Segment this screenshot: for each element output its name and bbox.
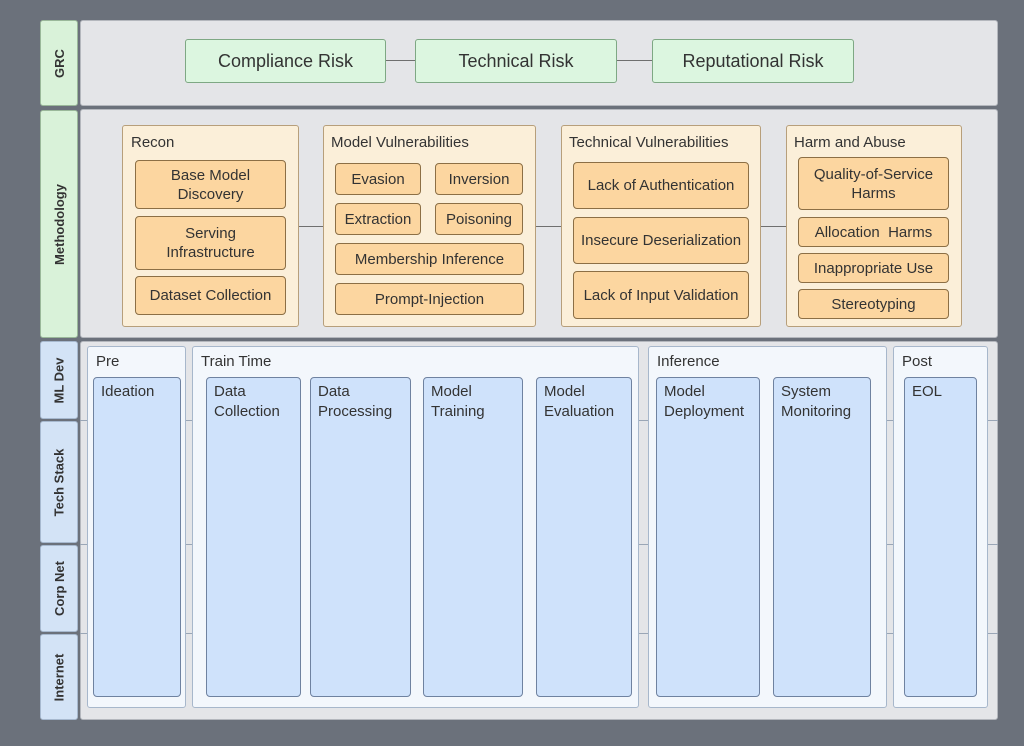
technical-vulnerabilities-title: Technical Vulnerabilities — [569, 134, 729, 151]
lack-of-input-validation-label: Lack of Input Validation — [583, 286, 739, 304]
step-ideation-label: Ideation — [101, 383, 155, 400]
evasion-label: Evasion — [351, 170, 405, 188]
group-connector — [298, 226, 324, 227]
step-model-deployment: Model Deployment — [656, 377, 760, 697]
reputational-risk-box: Reputational Risk — [652, 39, 854, 83]
risk-connector — [385, 60, 416, 61]
step-ideation: Ideation — [93, 377, 181, 697]
lane-methodology: Methodology — [40, 110, 78, 338]
lane-tech-stack: Tech Stack — [40, 421, 78, 543]
dataset-collection-box: Dataset Collection — [135, 276, 286, 315]
step-model-deployment-line1: Model — [664, 383, 705, 400]
phase-train-time-title: Train Time — [201, 353, 272, 370]
prompt-injection-label: Prompt-Injection — [374, 290, 485, 308]
phase-post-title: Post — [902, 353, 933, 370]
phase-inference-title: Inference — [657, 353, 720, 370]
lane-grc-label: GRC — [51, 48, 67, 78]
step-eol: EOL — [904, 377, 977, 697]
recon-title: Recon — [131, 134, 175, 151]
step-data-processing-line1: Data — [318, 383, 350, 400]
step-model-evaluation-line2: Evaluation — [544, 403, 615, 420]
evasion-box: Evasion — [335, 163, 421, 195]
group-connector — [760, 226, 786, 227]
group-connector — [535, 226, 561, 227]
quality-of-service-harms-label: Quality-of-Service Harms — [813, 165, 934, 202]
step-system-monitoring: System Monitoring — [773, 377, 871, 697]
inappropriate-use-box: Inappropriate Use — [798, 253, 949, 283]
step-data-collection-line2: Collection — [214, 403, 280, 420]
step-eol-label: EOL — [912, 383, 943, 400]
lane-internet: Internet — [40, 634, 78, 720]
step-model-evaluation-line1: Model — [544, 383, 585, 400]
reputational-risk-label: Reputational Risk — [682, 50, 824, 71]
compliance-risk-box: Compliance Risk — [185, 39, 386, 83]
technical-risk-label: Technical Risk — [458, 50, 574, 71]
step-model-evaluation: Model Evaluation — [536, 377, 632, 697]
model-vulnerabilities-title: Model Vulnerabilities — [331, 134, 469, 151]
allocation-harms-label: Allocation Harms — [814, 223, 933, 241]
poisoning-box: Poisoning — [435, 203, 523, 235]
lane-ml-dev-label: ML Dev — [51, 357, 67, 403]
step-model-deployment-line2: Deployment — [664, 403, 745, 420]
insecure-deserialization-box: Insecure Deserialization — [573, 217, 749, 264]
lack-of-authentication-box: Lack of Authentication — [573, 162, 749, 209]
lane-methodology-label: Methodology — [51, 183, 67, 265]
insecure-deserialization-label: Insecure Deserialization — [580, 232, 742, 249]
step-data-collection-line1: Data — [214, 383, 246, 400]
allocation-harms-box: Allocation Harms — [798, 217, 949, 247]
base-model-discovery-label: Base Model Discovery — [170, 166, 251, 203]
step-system-monitoring-line2: Monitoring — [781, 403, 852, 420]
risk-connector — [616, 60, 653, 61]
step-data-collection: Data Collection — [206, 377, 301, 697]
serving-infrastructure-box: Serving Infrastructure — [135, 216, 286, 270]
dataset-collection-label: Dataset Collection — [149, 287, 272, 304]
base-model-discovery-box: Base Model Discovery — [135, 160, 286, 209]
lack-of-authentication-label: Lack of Authentication — [587, 177, 735, 194]
extraction-box: Extraction — [335, 203, 421, 235]
lane-internet-label: Internet — [51, 653, 67, 701]
phase-pre-title: Pre — [96, 353, 120, 370]
stereotyping-box: Stereotyping — [798, 289, 949, 319]
harm-and-abuse-title: Harm and Abuse — [794, 134, 906, 151]
lane-ml-dev: ML Dev — [40, 341, 78, 419]
membership-inference-label: Membership Inference — [354, 250, 505, 268]
poisoning-label: Poisoning — [446, 210, 512, 228]
step-data-processing-line2: Processing — [318, 403, 393, 420]
quality-of-service-harms-box: Quality-of-Service Harms — [798, 157, 949, 210]
lane-corp-net-label: Corp Net — [51, 561, 67, 616]
lack-of-input-validation-box: Lack of Input Validation — [573, 271, 749, 319]
lane-tech-stack-label: Tech Stack — [51, 448, 67, 516]
serving-infrastructure-label: Serving Infrastructure — [166, 225, 255, 261]
membership-inference-box: Membership Inference — [335, 243, 524, 275]
step-model-training-line1: Model — [431, 383, 472, 400]
extraction-label: Extraction — [344, 210, 412, 228]
prompt-injection-box: Prompt-Injection — [335, 283, 524, 315]
step-model-training-line2: Training — [431, 403, 485, 420]
inversion-label: Inversion — [448, 170, 510, 188]
step-data-processing: Data Processing — [310, 377, 411, 697]
step-model-training: Model Training — [423, 377, 523, 697]
technical-risk-box: Technical Risk — [415, 39, 617, 83]
stereotyping-label: Stereotyping — [831, 295, 916, 313]
lane-grc: GRC — [40, 20, 78, 106]
inappropriate-use-label: Inappropriate Use — [813, 259, 934, 277]
lane-corp-net: Corp Net — [40, 545, 78, 632]
step-system-monitoring-line1: System — [781, 383, 832, 400]
inversion-box: Inversion — [435, 163, 523, 195]
compliance-risk-label: Compliance Risk — [217, 50, 354, 71]
